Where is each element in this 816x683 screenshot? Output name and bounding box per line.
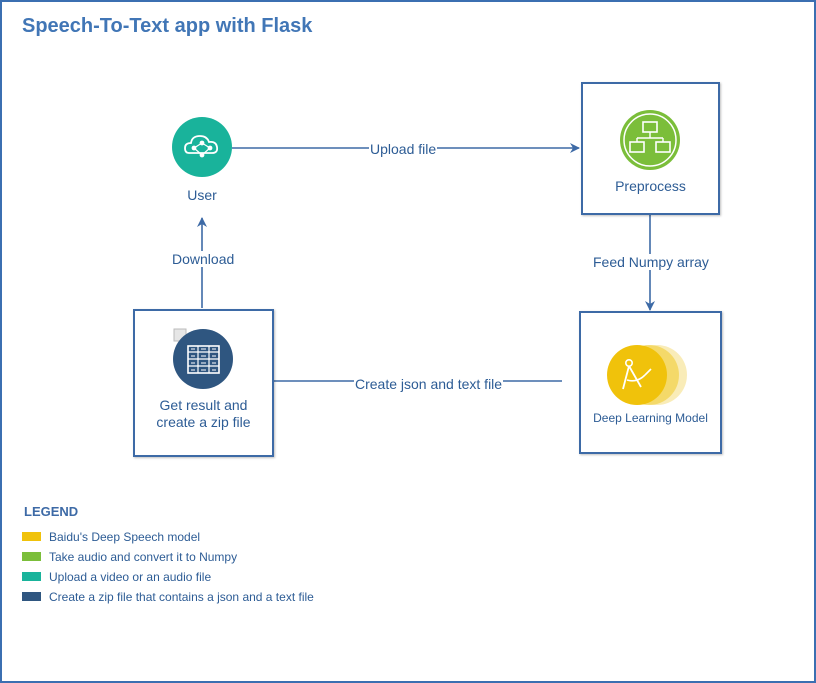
- legend-text: Upload a video or an audio file: [49, 570, 212, 584]
- node-result-label-line2: create a zip file: [156, 414, 251, 430]
- legend-swatch: [22, 592, 41, 601]
- node-user-label: User: [187, 187, 217, 203]
- node-result-label: Get result and create a zip file: [135, 397, 272, 431]
- node-preprocess: Preprocess: [581, 82, 720, 215]
- edge-feed-label: Feed Numpy array: [592, 254, 710, 270]
- node-model: Deep Learning Model: [579, 311, 722, 454]
- legend-text: Baidu's Deep Speech model: [49, 530, 201, 544]
- network-computers-icon: [620, 110, 680, 170]
- diagram-title: Speech-To-Text app with Flask: [22, 15, 313, 37]
- table-grid-icon: [173, 328, 233, 389]
- node-model-label: Deep Learning Model: [593, 411, 708, 425]
- node-preprocess-label: Preprocess: [615, 178, 686, 194]
- cloud-network-icon: [172, 117, 232, 177]
- legend-swatch: [22, 552, 41, 561]
- edge-download-label: Download: [171, 251, 236, 267]
- legend-text: Create a zip file that contains a json a…: [49, 590, 314, 604]
- node-result-label-line1: Get result and: [159, 397, 248, 413]
- legend-text: Take audio and convert it to Numpy: [49, 550, 238, 564]
- legend-title: LEGEND: [24, 504, 79, 519]
- edge-upload-label: Upload file: [369, 141, 438, 157]
- edge-create-label: Create json and text file: [354, 376, 504, 392]
- legend-swatch: [22, 532, 41, 541]
- compass-drafting-icon: [607, 345, 687, 405]
- legend-swatch: [22, 572, 41, 581]
- node-result: Get result and create a zip file: [133, 309, 274, 457]
